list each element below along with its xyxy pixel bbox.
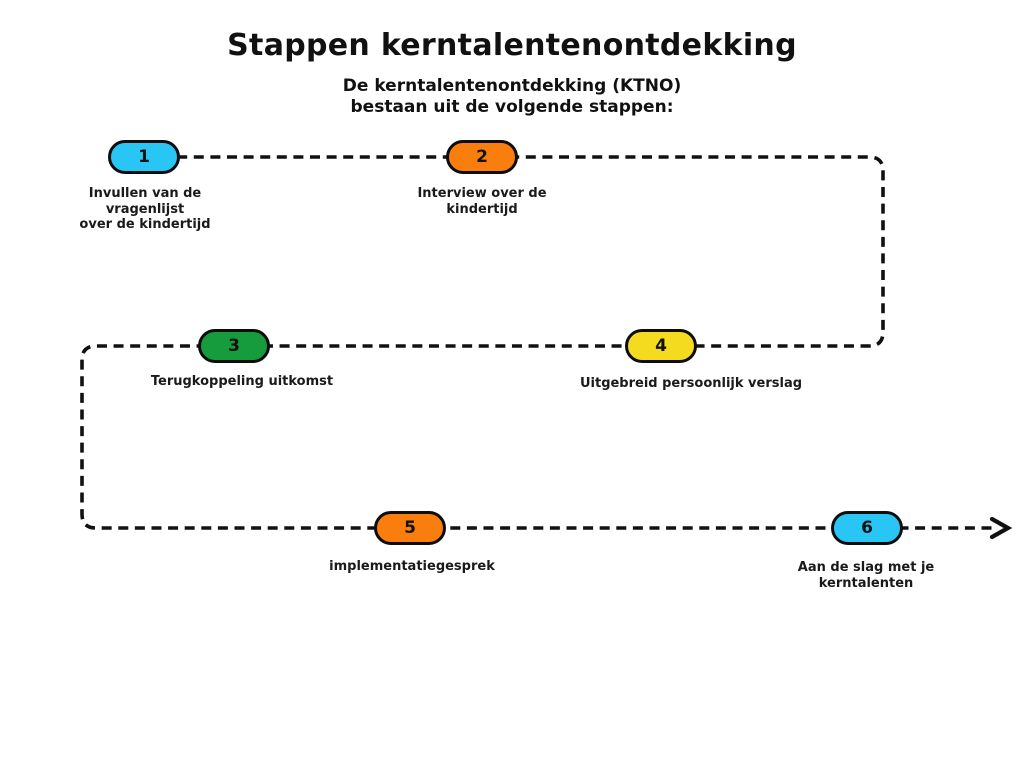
step-label-line: over de kindertijd	[79, 217, 211, 232]
step-label-line: implementatiegesprek	[329, 559, 495, 574]
arrowhead-icon	[989, 516, 1013, 540]
step-label-3: Terugkoppeling uitkomst	[151, 374, 333, 390]
step-label-5: implementatiegesprek	[329, 559, 495, 575]
page-title: Stappen kerntalentenontdekking	[227, 28, 797, 63]
step-label-line: Aan de slag met je	[797, 560, 935, 575]
step-label-4: Uitgebreid persoonlijk verslag	[580, 376, 802, 392]
step-pill-4: 4	[625, 329, 697, 363]
step-pill-5: 5	[374, 511, 446, 545]
subtitle-line-2: bestaan uit de volgende stappen:	[350, 97, 674, 117]
dashed-flow-path	[80, 155, 994, 530]
step-label-line: Terugkoppeling uitkomst	[150, 374, 334, 389]
step-pill-2: 2	[446, 140, 518, 174]
step-pill-3: 3	[198, 329, 270, 363]
step-pill-6: 6	[831, 511, 903, 545]
step-label-line: kindertijd	[446, 201, 518, 217]
step-label-1: Invullen van de vragenlijst over de kind…	[79, 186, 210, 233]
page-subtitle: De kerntalentenontdekking (KTNO) bestaan…	[0, 76, 1024, 118]
step-label-6: Aan de slag met je kerntalenten	[798, 560, 934, 591]
step-label-line: Uitgebreid persoonlijk verslag	[579, 376, 803, 391]
step-label-line: kerntalenten	[818, 575, 914, 591]
step-label-line: Invullen van de	[88, 186, 202, 201]
step-label-2: Interview over de kindertijd	[417, 186, 546, 217]
step-pill-1: 1	[108, 140, 180, 174]
subtitle-line-1: De kerntalentenontdekking (KTNO)	[342, 76, 682, 96]
step-label-line: Interview over de	[417, 186, 547, 201]
step-label-line: vragenlijst	[105, 201, 185, 217]
